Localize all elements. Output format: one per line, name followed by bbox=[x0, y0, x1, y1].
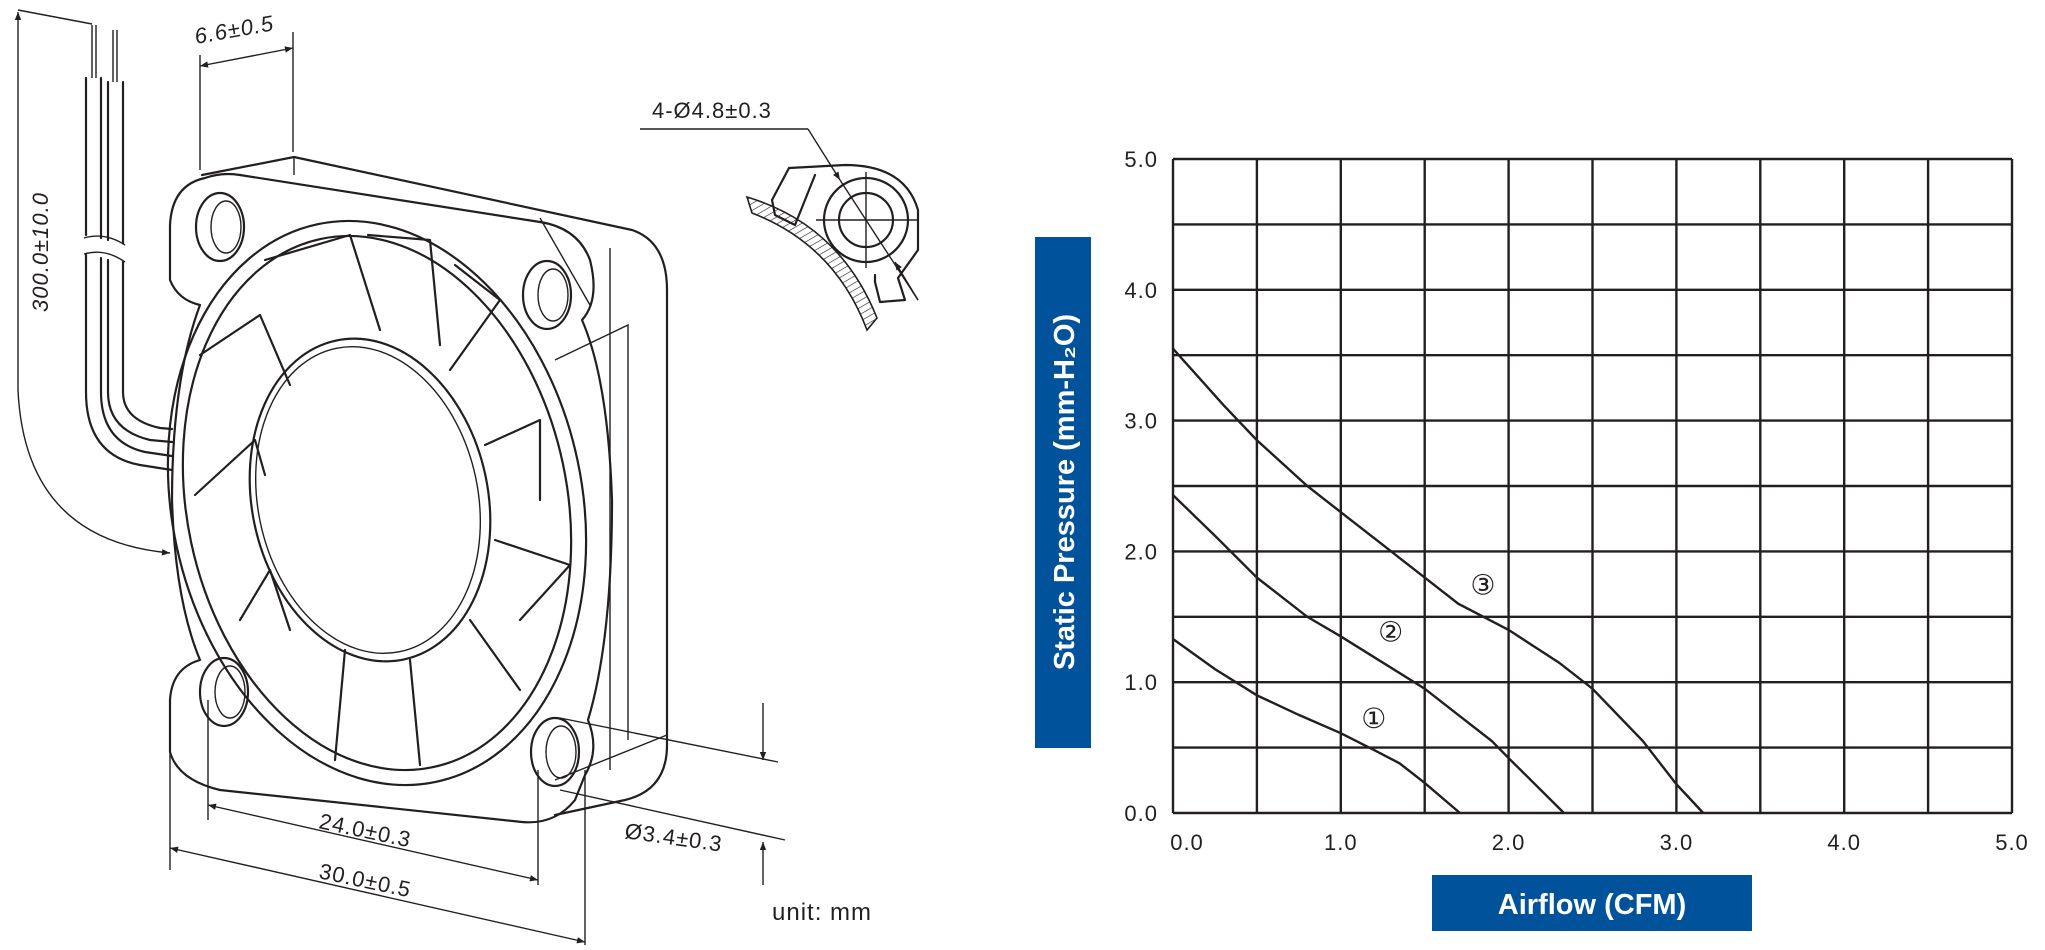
unit-note: unit: mm bbox=[772, 899, 872, 926]
y-tick-label: 2.0 bbox=[1124, 539, 1158, 564]
fan-ring bbox=[166, 219, 588, 787]
y-axis-label: Static Pressure (mm-H₂O) bbox=[1049, 314, 1081, 670]
x-tick-label: 0.0 bbox=[1170, 830, 1204, 855]
dim-mount-hole-detail: 4-Ø4.8±0.3 bbox=[652, 98, 772, 123]
y-tick-label: 1.0 bbox=[1124, 670, 1158, 695]
chart-curves: ① ② ③ bbox=[1172, 347, 1705, 814]
fan-drawing bbox=[83, 25, 669, 824]
pq-chart: 0.0 1.0 2.0 3.0 4.0 5.0 0.0 1.0 2.0 3.0 4.0 5.0 ① ② ③… bbox=[1035, 147, 2029, 931]
pq-curve-2 bbox=[1172, 494, 1565, 814]
dim-thickness: 6.6±0.5 bbox=[193, 10, 276, 49]
x-tick-label: 4.0 bbox=[1827, 830, 1861, 855]
dim-frame-size: 30.0±0.5 bbox=[317, 858, 414, 902]
fan-blades bbox=[193, 233, 572, 767]
pq-curve-3 bbox=[1172, 347, 1705, 814]
pq-curve-1 bbox=[1172, 638, 1461, 814]
mounting-holes bbox=[194, 191, 581, 788]
chart-grid bbox=[1171, 157, 2014, 815]
y-tick-label: 0.0 bbox=[1124, 801, 1158, 826]
y-tick-label: 3.0 bbox=[1124, 409, 1158, 434]
y-tick-label: 4.0 bbox=[1124, 278, 1158, 303]
curve-label-3: ③ bbox=[1470, 569, 1496, 600]
y-tick-label: 5.0 bbox=[1124, 147, 1158, 172]
curve-label-1: ① bbox=[1361, 703, 1387, 734]
chart-ticks: 0.0 1.0 2.0 3.0 4.0 5.0 0.0 1.0 2.0 3.0 4.0 5.0 bbox=[1124, 147, 2029, 855]
x-tick-label: 5.0 bbox=[1995, 830, 2029, 855]
curve-label-2: ② bbox=[1378, 616, 1404, 647]
lead-wires bbox=[83, 25, 174, 472]
x-tick-label: 2.0 bbox=[1492, 830, 1526, 855]
dim-hole-spacing: 24.0±0.3 bbox=[317, 808, 414, 852]
dim-hole-diameter: Ø3.4±0.3 bbox=[623, 818, 724, 856]
dimensions: 6.6±0.5 300.0±10.0 24.0±0.3 30.0±0.5 Ø3.… bbox=[14, 9, 872, 945]
y-axis-label-box bbox=[1035, 237, 1091, 748]
dim-wire-length: 300.0±10.0 bbox=[28, 192, 53, 312]
fan-frame-side bbox=[200, 155, 669, 817]
mount-hole-detail: 4-Ø4.8±0.3 bbox=[640, 98, 920, 332]
x-axis-label: Airflow (CFM) bbox=[1498, 889, 1686, 921]
fan-hub bbox=[248, 337, 492, 663]
x-tick-label: 3.0 bbox=[1660, 830, 1694, 855]
x-axis-label-box bbox=[1432, 875, 1752, 931]
x-tick-label: 1.0 bbox=[1324, 830, 1358, 855]
